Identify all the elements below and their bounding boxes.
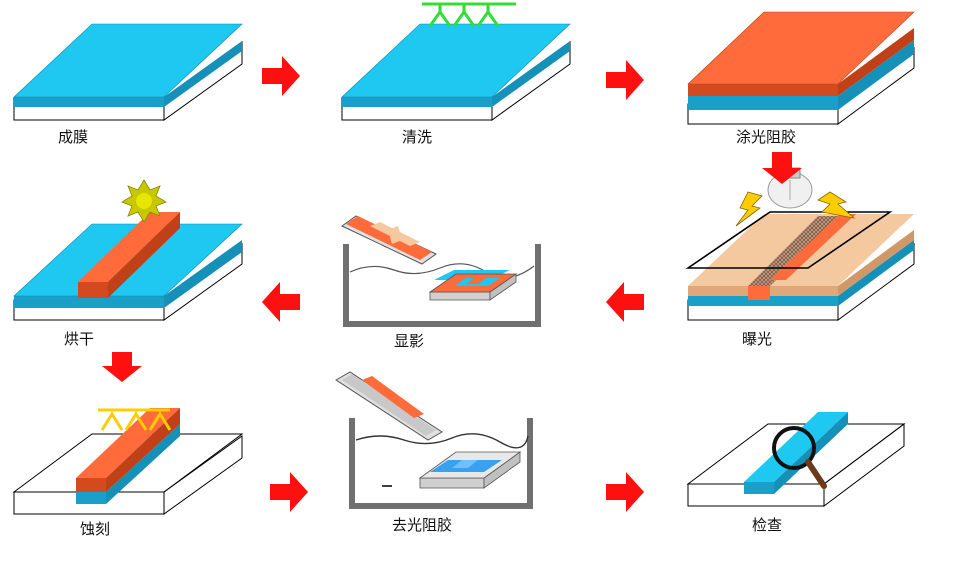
step-etching (12, 408, 244, 515)
step-label-cleaning: 清洗 (402, 128, 433, 146)
step-baking (13, 179, 243, 321)
step-photoresist-coating (687, 11, 915, 125)
step-exposure (685, 167, 915, 321)
spray-nozzle-icon (98, 408, 172, 431)
step-label-etching: 蚀刻 (80, 520, 111, 538)
step-film-deposition (13, 23, 243, 121)
step-development (341, 215, 541, 327)
step-label-film-deposition: 成膜 (58, 128, 89, 146)
step-cleaning (341, 2, 571, 121)
sun-icon (121, 179, 167, 223)
arrow-left-2 (606, 282, 644, 322)
step-label-inspection: 检查 (752, 516, 783, 534)
arrow-down-1 (762, 152, 802, 184)
arrow-down-2 (102, 352, 142, 382)
arrow-right-4 (606, 472, 644, 512)
spray-nozzle-icon (422, 2, 516, 27)
step-label-resist-removal: 去光阻胶 (392, 516, 453, 534)
arrow-right-2 (606, 60, 644, 100)
arrow-right-1 (262, 56, 300, 96)
lightning-icon (735, 191, 856, 227)
step-label-photoresist-coating: 涂光阻胶 (736, 128, 797, 146)
arrow-left-1 (262, 282, 300, 322)
step-label-development: 显影 (394, 332, 425, 350)
step-resist-removal (335, 371, 533, 509)
arrow-right-3 (270, 472, 308, 512)
step-label-exposure: 曝光 (742, 330, 773, 348)
step-inspection (686, 412, 906, 507)
magnifier-icon (772, 426, 827, 489)
step-label-baking: 烘干 (64, 330, 95, 348)
